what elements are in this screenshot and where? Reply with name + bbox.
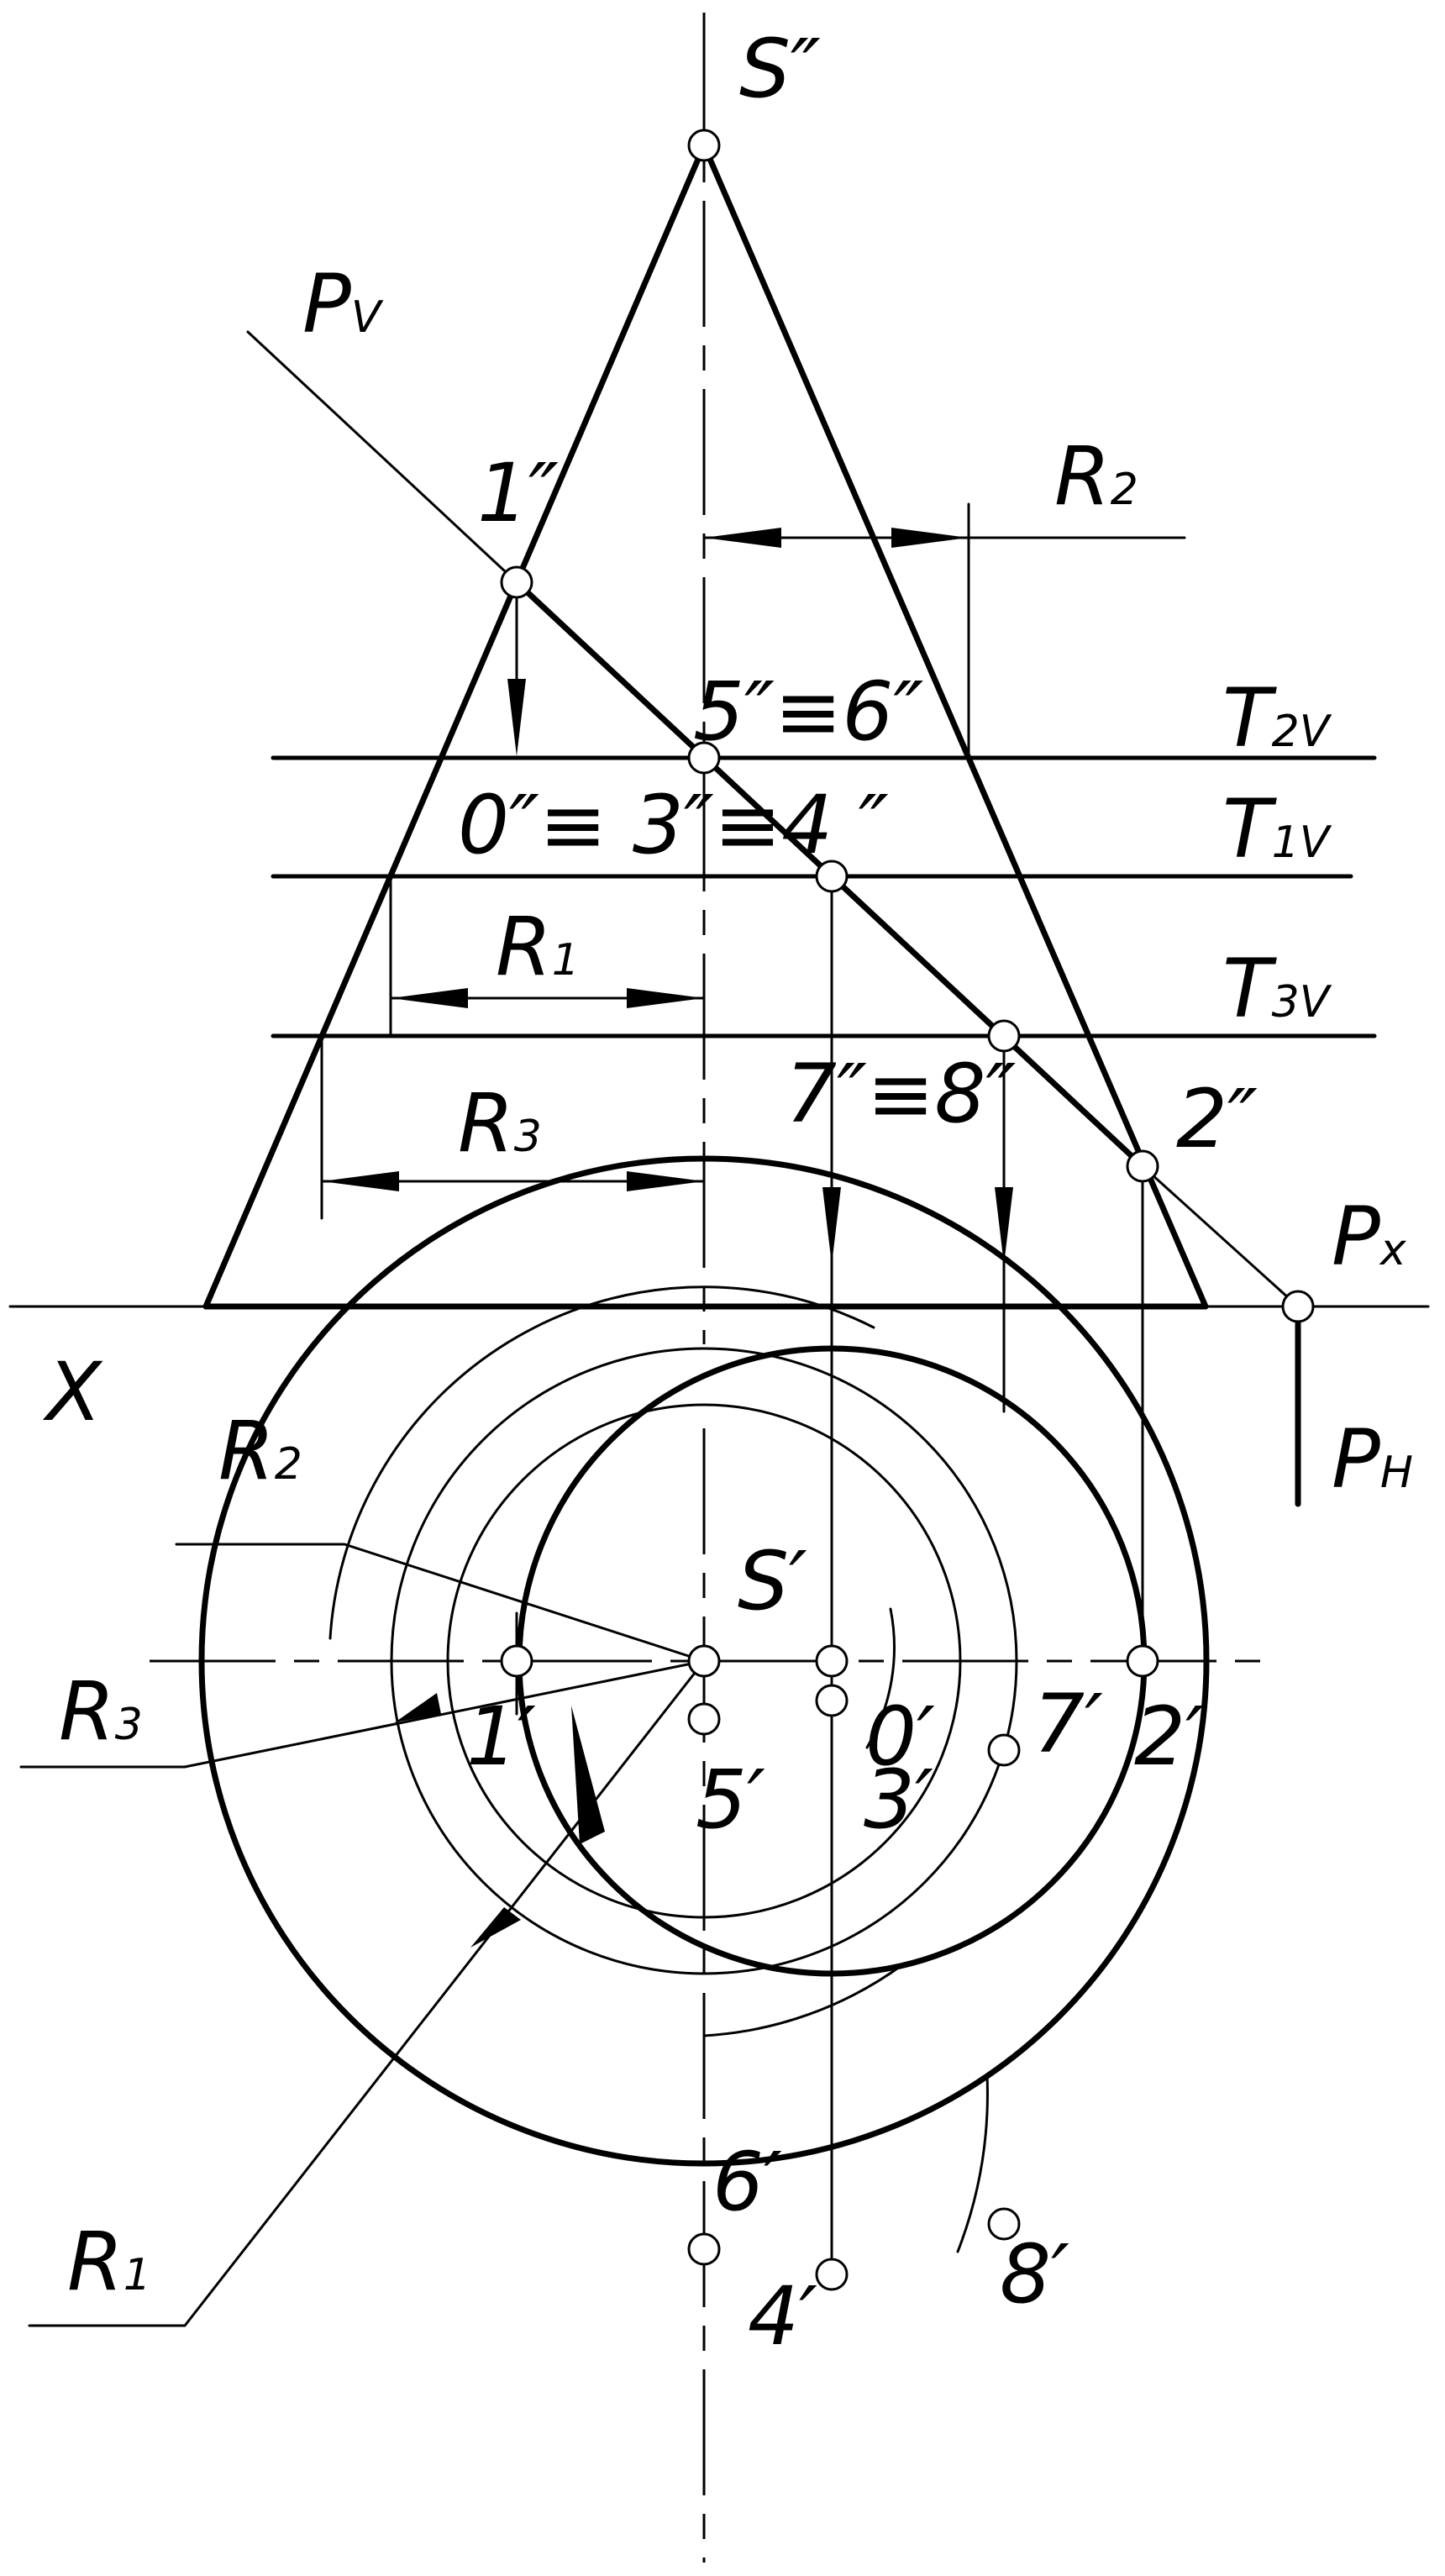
point-8-plan xyxy=(987,2207,1021,2241)
aux-arc-3 xyxy=(865,1607,896,1749)
label-t2v: T2V xyxy=(1222,671,1332,765)
point-2-front xyxy=(1126,1149,1159,1183)
point-s-plan xyxy=(687,1644,721,1678)
label-x-axis: X xyxy=(42,1345,103,1439)
label-6-plan: 6′ xyxy=(712,2135,782,2229)
cone-outline-front xyxy=(202,142,1209,1310)
point-4-plan xyxy=(815,2258,849,2291)
label-3-plan: 3′ xyxy=(864,1753,933,1847)
aux-circle-r2 xyxy=(390,1347,1018,1975)
point-6-plan xyxy=(687,2232,721,2266)
plane-trace-pv-thin xyxy=(246,330,518,584)
label-8-plan: 8′ xyxy=(1000,2227,1069,2321)
point-2-plan xyxy=(1126,1644,1159,1678)
aux-circle-r1 xyxy=(446,1403,962,1919)
label-r3-plan: R3 xyxy=(59,1664,143,1759)
front-view: S″ PV 1″ R2 5″≡6″ T2V 0″≡ 3″≡4 ″ T1V R1 … xyxy=(8,13,1430,2287)
label-r2-plan: R2 xyxy=(218,1404,302,1498)
label-78-front: 7″≡8″ xyxy=(786,1047,1016,1141)
point-3-plan xyxy=(815,1684,849,1717)
aux-arc-8 xyxy=(956,2074,989,2253)
r2-leader xyxy=(175,1543,706,1663)
plan-view: R2 R3 5′ 3′ 7′ S′ 1′ 0′ 2′ 6′ R1 8′ 4′ xyxy=(19,1155,1264,2563)
label-1-front: 1″ xyxy=(477,446,559,540)
label-px: Px xyxy=(1332,1190,1407,1284)
r1-leader-arrow xyxy=(470,1907,521,1948)
label-2-front: 2″ xyxy=(1176,1072,1258,1166)
cone-base-circle xyxy=(198,1155,1210,2167)
r1-arrow-left xyxy=(391,988,468,1008)
label-s-plan: S′ xyxy=(738,1534,807,1628)
label-4-plan: 4′ xyxy=(748,2269,817,2363)
label-r1-top: R1 xyxy=(496,900,580,994)
point-34-front xyxy=(815,860,849,893)
label-t3v: T3V xyxy=(1222,942,1332,1036)
plane-trace-pv-end xyxy=(1141,1164,1300,1308)
point-78-front xyxy=(987,1019,1021,1053)
projection-arrow-4 xyxy=(822,1187,841,1264)
r3-leader-arrow xyxy=(395,1693,441,1722)
label-ph: PH xyxy=(1332,1412,1413,1506)
label-pv: PV xyxy=(302,257,384,351)
r3-leader xyxy=(19,1659,706,1769)
point-1-plan xyxy=(500,1644,533,1678)
r3-arrow-right xyxy=(627,1171,704,1191)
r1-arrow-right xyxy=(627,988,704,1008)
label-56-front: 5″≡6″ xyxy=(693,665,923,759)
point-56-front xyxy=(687,741,721,775)
r2-arrow-right xyxy=(891,528,969,548)
point-5-plan xyxy=(687,1702,721,1736)
projection-arrow-8 xyxy=(995,1187,1013,1264)
label-s-front: S″ xyxy=(739,22,821,116)
label-r3-top: R3 xyxy=(458,1076,542,1170)
point-px xyxy=(1281,1290,1315,1323)
r2-leader-arrow xyxy=(571,1706,605,1844)
label-r1-plan: R1 xyxy=(67,2215,151,2309)
label-034-front: 0″≡ 3″≡4 ″ xyxy=(458,778,889,872)
label-o-plan: 0′ xyxy=(865,1690,935,1784)
aux-circle-r1-outer xyxy=(702,1963,905,2037)
point-1-front xyxy=(500,565,533,599)
label-7-plan: 7′ xyxy=(1033,1677,1103,1771)
label-r2-top: R2 xyxy=(1054,429,1138,523)
label-1-plan: 1′ xyxy=(466,1690,536,1784)
label-2-plan: 2′ xyxy=(1134,1690,1204,1784)
label-5-plan: 5′ xyxy=(696,1753,765,1847)
point-o-plan xyxy=(815,1644,849,1678)
r3-arrow-left xyxy=(322,1171,399,1191)
point-7-plan xyxy=(987,1733,1021,1767)
r2-arrow-left xyxy=(704,528,781,548)
r1-leader xyxy=(28,1659,706,2327)
point-s-front xyxy=(687,129,721,162)
projection-arrow-1 xyxy=(507,679,526,756)
label-t1v: T1V xyxy=(1222,782,1332,876)
aux-circle-r3 xyxy=(328,1285,875,1640)
